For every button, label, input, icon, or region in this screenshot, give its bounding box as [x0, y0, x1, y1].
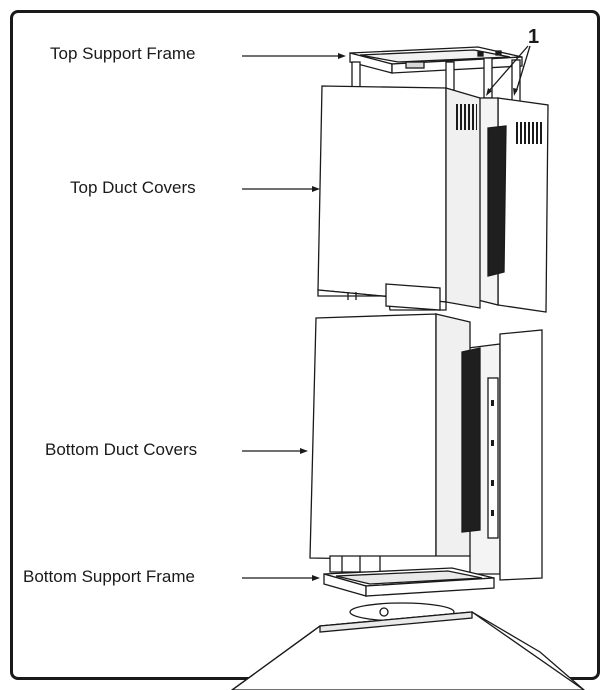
- bottom-duct-covers-label: Bottom Duct Covers: [45, 440, 198, 459]
- top-support-frame: [349, 46, 523, 105]
- leader-lines: [242, 45, 531, 581]
- hood-body: [230, 602, 585, 690]
- bottom-duct-covers: [309, 313, 543, 581]
- top-support-frame-label: Top Support Frame: [50, 44, 196, 63]
- bottom-support-frame: [323, 567, 495, 597]
- top-duct-covers: [317, 85, 549, 313]
- callout-number: 1: [528, 26, 540, 48]
- top-duct-covers-label: Top Duct Covers: [70, 178, 196, 197]
- bottom-support-frame-label: Bottom Support Frame: [23, 567, 195, 586]
